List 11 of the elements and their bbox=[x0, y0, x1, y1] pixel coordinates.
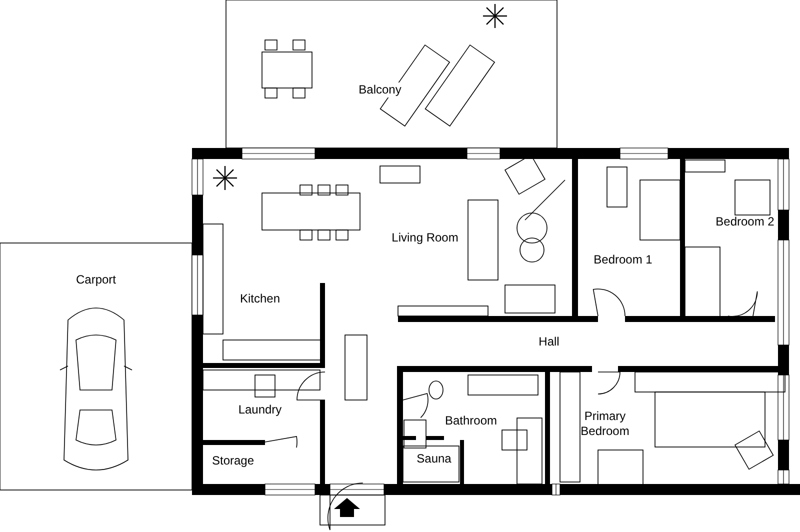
room-label: Kitchen bbox=[240, 292, 280, 306]
room-label: Living Room bbox=[392, 230, 458, 246]
room-label: Balcony bbox=[358, 82, 402, 98]
room-label: Bathroom bbox=[444, 414, 498, 428]
room-label: Laundry bbox=[238, 402, 282, 418]
room-label: Storage bbox=[212, 454, 254, 468]
room-label: Bedroom 1 bbox=[594, 252, 652, 268]
room-label: Primary Bedroom bbox=[580, 409, 630, 439]
room-label: Carport bbox=[76, 272, 116, 288]
room-label: Bedroom 2 bbox=[716, 214, 774, 230]
room-label: Hall bbox=[538, 334, 560, 350]
